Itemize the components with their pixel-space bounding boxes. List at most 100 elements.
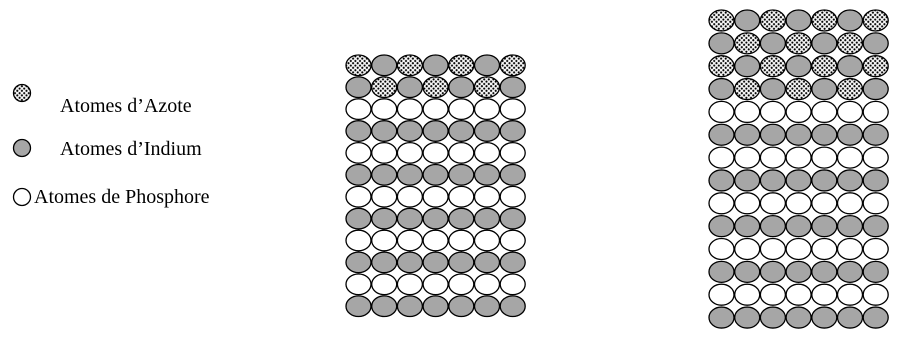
phosphorus-atom <box>812 239 837 260</box>
indium-atom-icon <box>14 140 31 157</box>
indium-atom <box>838 216 863 237</box>
indium-atom <box>475 55 500 76</box>
indium-atom <box>786 307 811 328</box>
indium-atom <box>500 208 525 229</box>
nitrogen-atom <box>863 56 888 77</box>
indium-atom <box>346 296 371 317</box>
indium-atom <box>786 170 811 191</box>
phosphorus-atom <box>449 186 474 207</box>
phosphorus-atom <box>475 186 500 207</box>
atom-row <box>346 208 525 229</box>
phosphorus-atom <box>449 274 474 295</box>
phosphorus-atom <box>760 193 785 214</box>
indium-atom <box>372 208 397 229</box>
phosphorus-atom <box>449 143 474 164</box>
indium-atom <box>397 121 422 142</box>
atom-row <box>709 79 888 100</box>
phosphorus-atom <box>397 230 422 251</box>
nitrogen-atom <box>397 55 422 76</box>
phosphorus-atom <box>372 143 397 164</box>
indium-atom <box>709 33 734 54</box>
legend-item-indium: Atomes d’Indium <box>14 138 203 160</box>
indium-atom <box>863 170 888 191</box>
phosphorus-atom <box>709 101 734 122</box>
indium-atom <box>863 216 888 237</box>
nitrogen-atom <box>838 79 863 100</box>
indium-atom <box>346 252 371 273</box>
indium-atom <box>500 165 525 186</box>
phosphorus-atom <box>475 274 500 295</box>
indium-atom <box>372 165 397 186</box>
atom-row <box>346 77 525 98</box>
phosphorus-atom <box>397 99 422 120</box>
legend-item-nitrogen: Atomes d’Azote <box>14 85 192 118</box>
indium-atom <box>449 165 474 186</box>
indium-atom <box>449 296 474 317</box>
nitrogen-atom <box>838 33 863 54</box>
indium-atom <box>372 296 397 317</box>
phosphorus-atom <box>735 284 760 305</box>
phosphorus-atom <box>423 230 448 251</box>
phosphorus-atom <box>423 274 448 295</box>
indium-atom <box>812 124 837 145</box>
phosphorus-atom <box>838 147 863 168</box>
indium-atom <box>500 77 525 98</box>
phosphorus-atom <box>709 193 734 214</box>
indium-atom <box>709 170 734 191</box>
indium-atom <box>346 208 371 229</box>
indium-atom <box>812 79 837 100</box>
indium-atom <box>760 33 785 54</box>
nitrogen-atom <box>760 10 785 31</box>
atom-row <box>709 261 888 282</box>
phosphorus-atom <box>863 147 888 168</box>
nitrogen-atom <box>709 10 734 31</box>
indium-atom <box>475 252 500 273</box>
indium-atom <box>709 216 734 237</box>
indium-atom <box>423 296 448 317</box>
indium-atom <box>500 296 525 317</box>
indium-atom <box>423 55 448 76</box>
phosphorus-atom <box>812 147 837 168</box>
phosphorus-atom <box>709 147 734 168</box>
indium-atom <box>449 252 474 273</box>
nitrogen-atom <box>786 33 811 54</box>
atom-row <box>709 239 888 260</box>
nitrogen-atom <box>500 55 525 76</box>
phosphorus-atom <box>372 186 397 207</box>
indium-atom <box>735 261 760 282</box>
structure-right <box>709 10 888 328</box>
phosphorus-atom <box>838 101 863 122</box>
indium-atom <box>475 121 500 142</box>
legend-label-indium: Atomes d’Indium <box>60 138 202 160</box>
indium-atom <box>863 307 888 328</box>
atom-row <box>346 165 525 186</box>
indium-atom <box>423 208 448 229</box>
phosphorus-atom <box>863 193 888 214</box>
indium-atom <box>397 296 422 317</box>
atom-row <box>709 33 888 54</box>
indium-atom <box>838 170 863 191</box>
nitrogen-atom <box>449 55 474 76</box>
nitrogen-atom <box>786 79 811 100</box>
phosphorus-atom <box>786 101 811 122</box>
legend-label-nitrogen: Atomes d’Azote <box>60 95 192 117</box>
indium-atom <box>812 33 837 54</box>
nitrogen-atom <box>372 77 397 98</box>
phosphorus-atom <box>346 230 371 251</box>
indium-atom <box>709 261 734 282</box>
atom-row <box>346 186 525 207</box>
atom-row <box>709 170 888 191</box>
indium-atom <box>346 77 371 98</box>
nitrogen-atom <box>735 33 760 54</box>
indium-atom <box>500 252 525 273</box>
indium-atom <box>863 79 888 100</box>
indium-atom <box>812 170 837 191</box>
indium-atom <box>760 261 785 282</box>
indium-atom <box>397 208 422 229</box>
indium-atom <box>838 261 863 282</box>
indium-atom <box>709 79 734 100</box>
phosphorus-atom <box>812 193 837 214</box>
indium-atom <box>709 307 734 328</box>
indium-atom <box>423 165 448 186</box>
phosphorus-atom <box>423 186 448 207</box>
